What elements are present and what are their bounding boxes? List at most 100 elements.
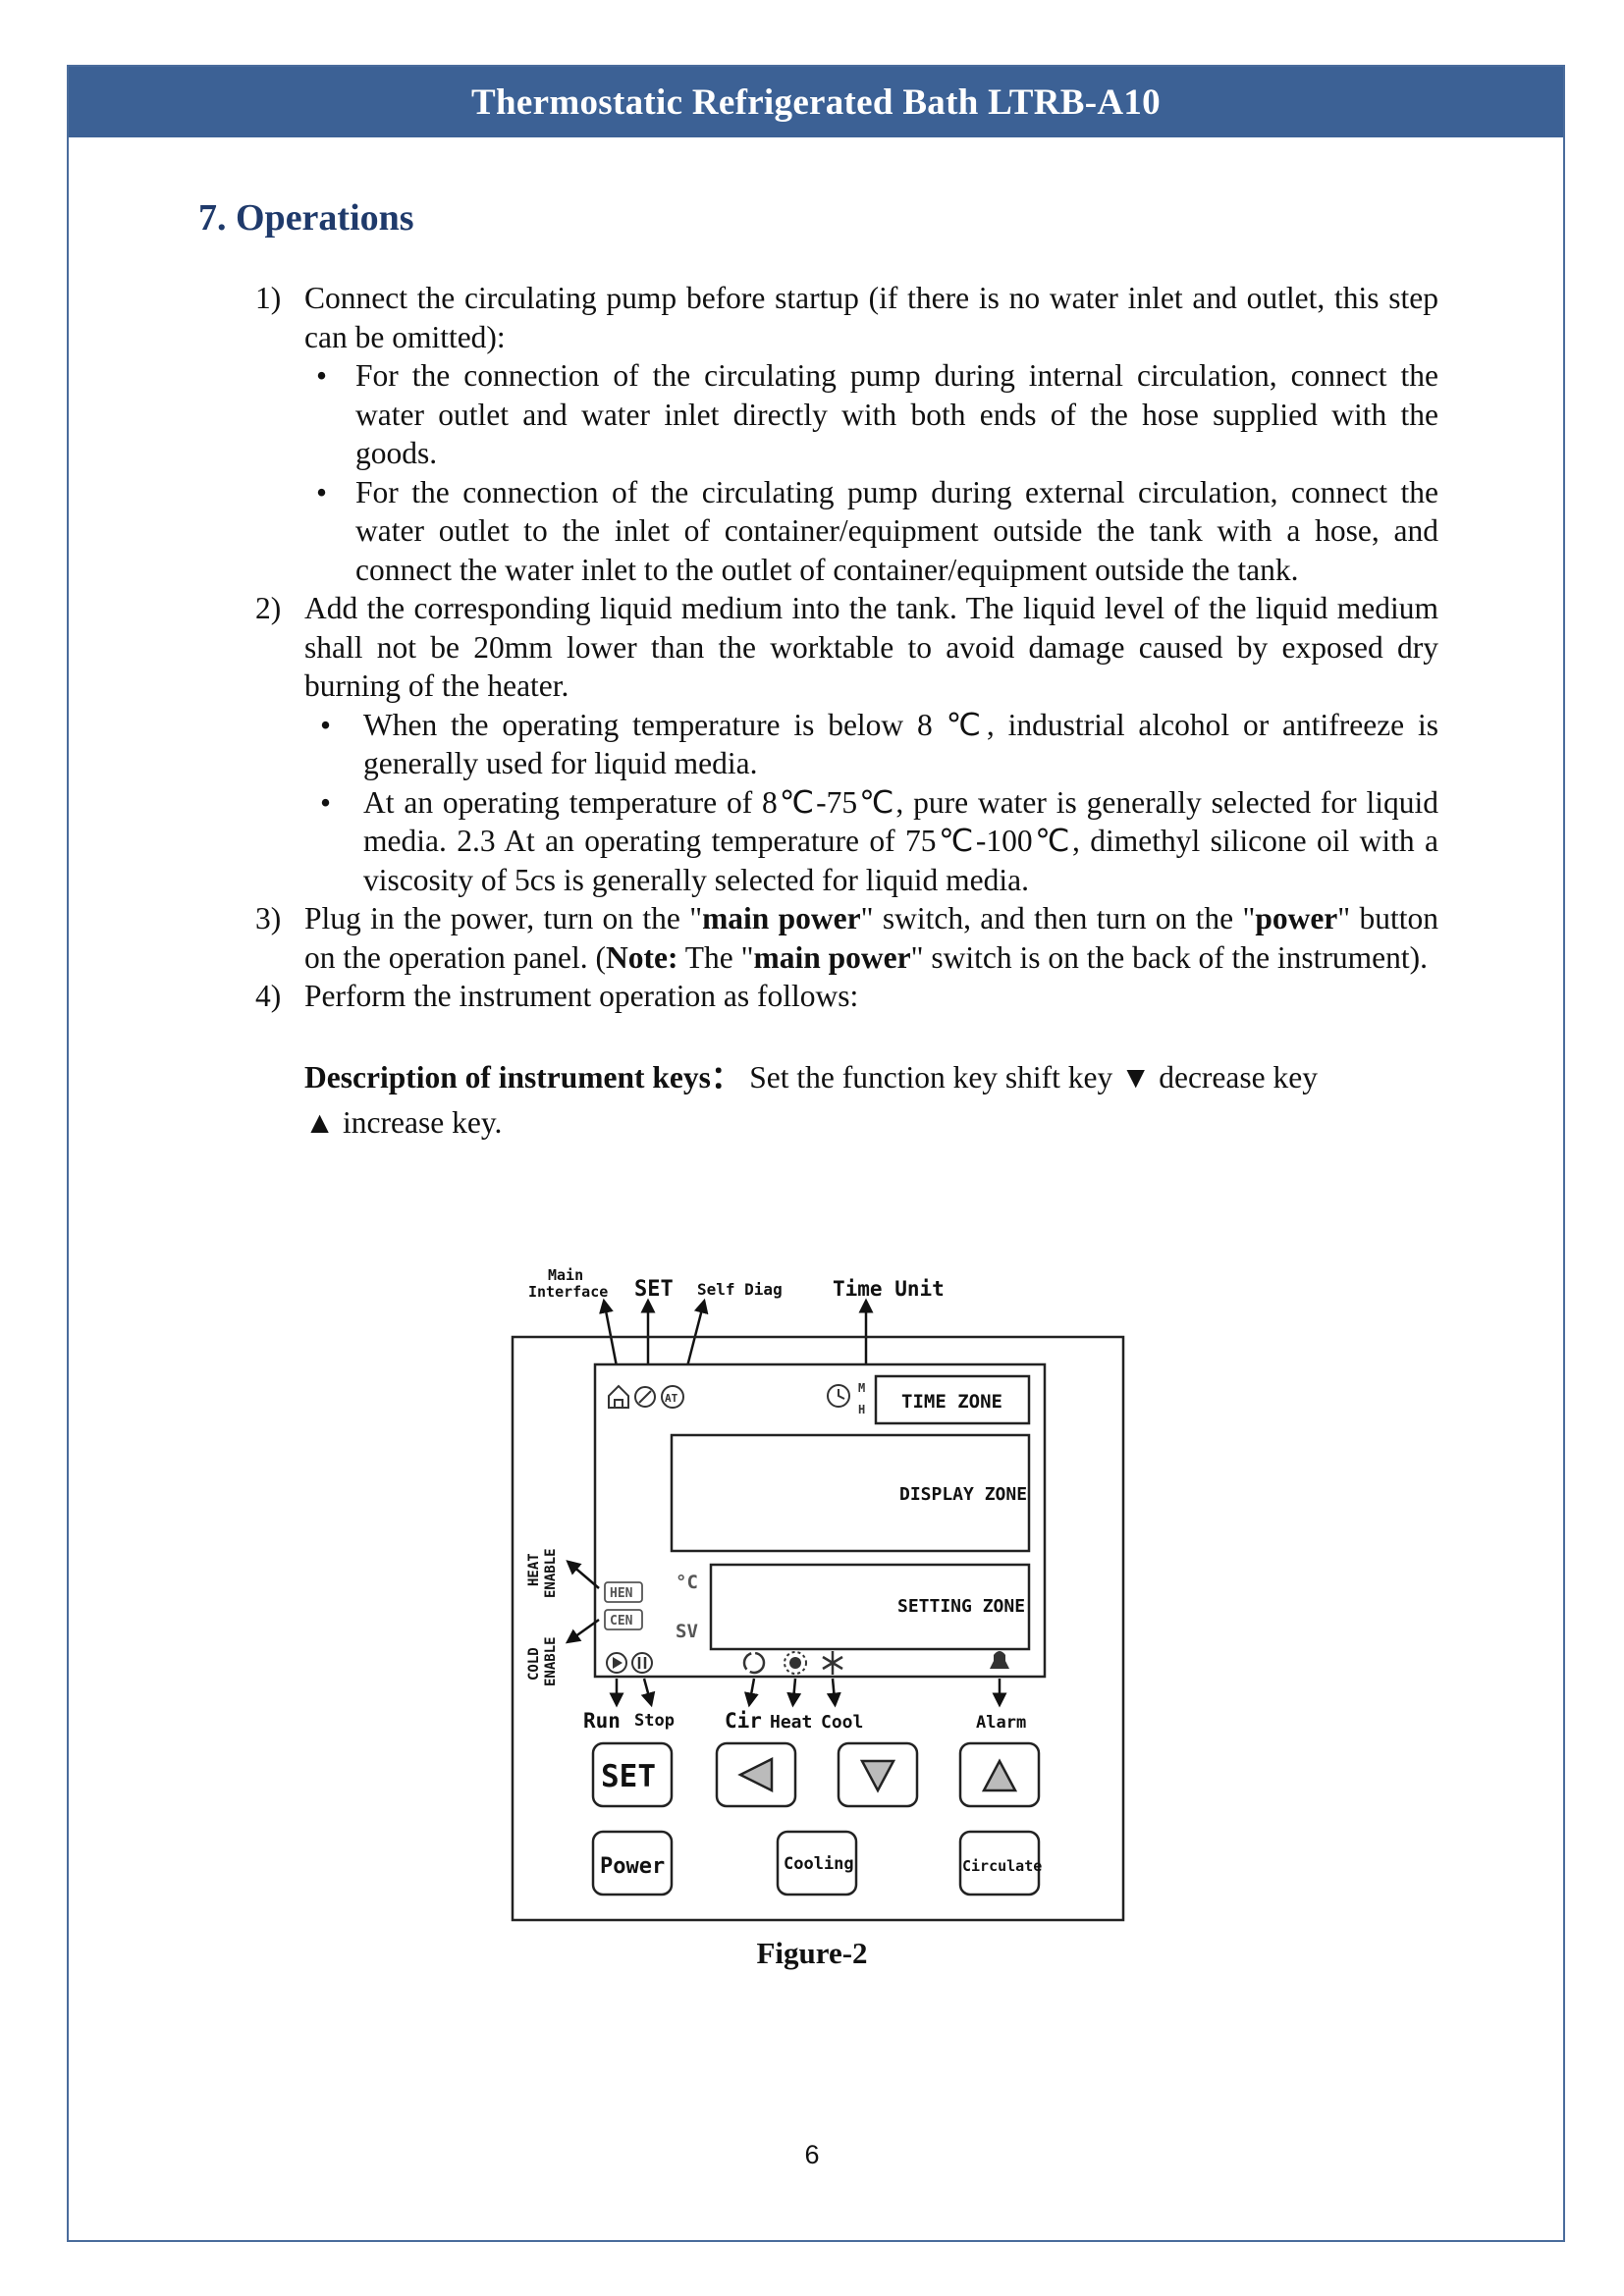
- clock-icon-hands: [838, 1389, 845, 1400]
- heat-icon: [789, 1657, 801, 1669]
- label-alarm: Alarm: [976, 1713, 1026, 1733]
- clock-icon: [827, 1384, 850, 1408]
- cooling-key[interactable]: [776, 1830, 858, 1896]
- keys-label: Description of instrument keys：: [304, 1059, 742, 1095]
- sv-label: SV: [676, 1621, 698, 1642]
- label-interface: Interface: [528, 1283, 608, 1301]
- bullet-text: At an operating temperature of 8℃-75℃, p…: [363, 784, 1438, 897]
- bullet-list: • For the connection of the circulating p…: [304, 356, 1438, 589]
- arrow-cir: [743, 1678, 759, 1708]
- arrow-stop: [640, 1678, 656, 1708]
- step-text: " switch, and then turn on the ": [860, 901, 1256, 935]
- step-bold-text: main power: [702, 901, 861, 935]
- bullet: •: [320, 707, 332, 742]
- setting-zone-box: [709, 1563, 1031, 1651]
- bullet-text: When the operating temperature is below …: [363, 707, 1438, 781]
- circulate-key[interactable]: [958, 1830, 1041, 1896]
- label-time-unit: Time Unit: [833, 1277, 945, 1301]
- document-title: Thermostatic Refrigerated Bath LTRB-A10: [471, 81, 1161, 123]
- cen-badge: [604, 1609, 643, 1630]
- stop-icon: [631, 1652, 653, 1674]
- wrench-icon: [634, 1386, 656, 1408]
- run-icon: [606, 1652, 627, 1674]
- figure-caption: Figure-2: [756, 1936, 868, 1970]
- display-zone-box: [670, 1433, 1031, 1553]
- label-run: Run: [583, 1709, 621, 1733]
- step-text: Perform the instrument operation as foll…: [304, 979, 859, 1013]
- step-3: 3) Plug in the power, turn on the "main …: [255, 899, 1438, 977]
- keys-text-2: ▲ increase key.: [304, 1104, 503, 1140]
- note-label: Note:: [606, 939, 678, 975]
- step-number: 1): [255, 281, 282, 315]
- at-icon: [661, 1385, 684, 1409]
- panel-outer: [511, 1335, 1125, 1922]
- step-number: 4): [255, 979, 282, 1013]
- keys-description: Description of instrument keys： Set the …: [255, 1055, 1438, 1146]
- list-item: • For the connection of the circulating p…: [304, 473, 1438, 590]
- label-cold-enable: ENABLE: [543, 1636, 559, 1686]
- spacer: [255, 1016, 1438, 1055]
- circulate-key-label: Circulate: [962, 1857, 1042, 1875]
- step-text: Connect the circulating pump before star…: [304, 281, 1438, 354]
- step-2: 2) Add the corresponding liquid medium i…: [255, 589, 1438, 899]
- setting-zone-label: SETTING ZONE: [897, 1596, 1025, 1617]
- hen-badge: [604, 1581, 643, 1603]
- step-number: 2): [255, 591, 282, 625]
- up-arrow-icon: [981, 1758, 1018, 1792]
- label-heat-enable: ENABLE: [543, 1548, 559, 1598]
- step-text: " button on the operation panel. (: [304, 901, 1438, 975]
- label-set: SET: [634, 1277, 674, 1302]
- label-main: Main: [548, 1266, 583, 1284]
- section-title: 7. Operations: [198, 197, 414, 239]
- time-zone-box: [874, 1374, 1031, 1425]
- unit-m: M: [858, 1381, 865, 1395]
- step-text: Plug in the power, turn on the ": [304, 901, 703, 935]
- bell-icon: [990, 1651, 1009, 1669]
- arrow-heat-enable: [566, 1560, 600, 1589]
- label-cold: COLD: [526, 1647, 542, 1681]
- set-key[interactable]: [591, 1741, 674, 1808]
- set-key-label: SET: [601, 1759, 656, 1794]
- arrow-heat: [786, 1678, 802, 1708]
- bullet: •: [316, 358, 328, 393]
- bullet: •: [320, 784, 332, 820]
- at-icon-text: AT: [665, 1392, 678, 1405]
- label-heat-bottom: Heat: [770, 1712, 812, 1733]
- operations-body: 1) Connect the circulating pump before s…: [255, 279, 1438, 1146]
- heat-icon-rays: [784, 1651, 807, 1675]
- label-heat: HEAT: [526, 1553, 542, 1586]
- document-header: Thermostatic Refrigerated Bath LTRB-A10: [69, 67, 1563, 137]
- bullet: •: [316, 474, 328, 509]
- power-key-label: Power: [600, 1854, 665, 1879]
- power-key[interactable]: [591, 1830, 674, 1896]
- snowflake-icon: [822, 1651, 843, 1675]
- celsius-label: °C: [676, 1572, 698, 1593]
- circulate-icon: [742, 1651, 766, 1675]
- step-text: " switch is on the back of the instrumen…: [910, 939, 1429, 975]
- step-4: 4) Perform the instrument operation as f…: [255, 977, 1438, 1016]
- page-number: 6: [804, 2140, 820, 2169]
- keys-text: Set the function key shift key ▼ decreas…: [741, 1059, 1318, 1095]
- bullet-text: For the connection of the circulating pu…: [355, 474, 1438, 587]
- time-zone-label: TIME ZONE: [901, 1391, 1002, 1413]
- bullet-text: For the connection of the circulating pu…: [355, 358, 1438, 470]
- label-self-diag: Self Diag: [697, 1280, 783, 1299]
- left-arrow-icon: [737, 1756, 774, 1793]
- display-zone-label: DISPLAY ZONE: [899, 1484, 1027, 1505]
- cen-badge-text: CEN: [610, 1614, 633, 1629]
- bullet-list: • When the operating temperature is below…: [304, 706, 1438, 900]
- run-icon-triangle: [613, 1657, 623, 1669]
- step-text: Add the corresponding liquid medium into…: [304, 591, 1438, 703]
- arrow-cool: [826, 1678, 841, 1708]
- list-item: • At an operating temperature of 8℃-75℃, …: [304, 783, 1438, 900]
- list-item: • For the connection of the circulating p…: [304, 356, 1438, 473]
- label-stop: Stop: [634, 1711, 675, 1731]
- arrow-cold-enable: [565, 1618, 600, 1644]
- step-bold-text: main power: [753, 939, 911, 975]
- wrench-icon-handle: [638, 1390, 652, 1404]
- label-cir: Cir: [725, 1709, 762, 1733]
- home-icon: [608, 1384, 629, 1409]
- step-1: 1) Connect the circulating pump before s…: [255, 279, 1438, 589]
- cooling-key-label: Cooling: [784, 1854, 854, 1874]
- page-frame: Thermostatic Refrigerated Bath LTRB-A10: [67, 65, 1565, 2242]
